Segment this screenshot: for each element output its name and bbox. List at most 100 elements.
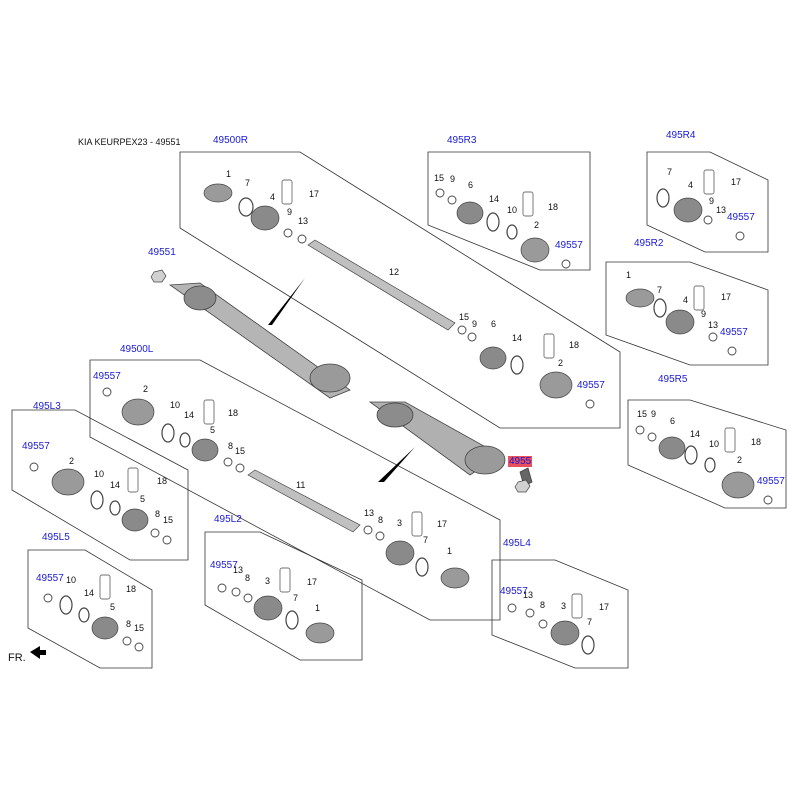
label-6: 6 [670, 416, 676, 426]
label-17: 17 [599, 602, 610, 612]
label-2: 2 [534, 220, 540, 230]
separator-upper [268, 278, 305, 325]
joint-1-L2 [305, 622, 335, 644]
shaft-11 [247, 469, 361, 533]
group-link-495L3[interactable]: 495L3 [33, 401, 61, 412]
label-5: 5 [140, 494, 146, 504]
frame-495L4 [491, 559, 629, 669]
part-link-49557-r5[interactable]: 49557 [757, 476, 785, 487]
part-link-49557-r2[interactable]: 49557 [720, 327, 748, 338]
label-5: 5 [210, 425, 216, 435]
label-1: 1 [626, 270, 632, 280]
group-link-495L5[interactable]: 495L5 [42, 532, 70, 543]
part-link-49551-highlighted[interactable]: 4955 [508, 456, 533, 467]
group-link-495L4[interactable]: 495L4 [503, 538, 531, 549]
label-17: 17 [721, 292, 732, 302]
label-13: 13 [716, 205, 727, 215]
label-8: 8 [228, 441, 234, 451]
nut-49551 [150, 269, 167, 283]
label-4: 4 [683, 295, 689, 305]
label-13: 13 [523, 590, 534, 600]
label-10: 10 [94, 469, 105, 479]
joint-2-L3 [51, 468, 85, 496]
frame-495L2 [204, 531, 363, 661]
separator-lower [378, 447, 415, 482]
boot-3-L2 [253, 595, 283, 621]
part-link-49557-r[interactable]: 49557 [577, 380, 605, 391]
part-link-49557-l4[interactable]: 49557 [500, 586, 528, 597]
label-2: 2 [558, 358, 564, 368]
frame-495L5 [27, 549, 153, 669]
label-18: 18 [548, 202, 559, 212]
label-9: 9 [472, 319, 478, 329]
part-link-49557-r3[interactable]: 49557 [555, 240, 583, 251]
group-link-49500R[interactable]: 49500R [213, 135, 249, 146]
boot-5-L3 [121, 508, 149, 532]
boot-5-L5 [91, 616, 119, 640]
group-link-49500L[interactable]: 49500L [120, 344, 154, 355]
main-axle [168, 282, 533, 487]
label-1: 1 [447, 546, 453, 556]
frame-49500R [179, 151, 621, 429]
label-13: 13 [298, 216, 309, 226]
boot-6-R3 [456, 201, 484, 225]
label-18: 18 [228, 408, 239, 418]
label-13: 13 [708, 320, 719, 330]
label-13: 13 [233, 565, 244, 575]
label-7: 7 [293, 593, 299, 603]
boot-4-R [250, 205, 280, 231]
label-10: 10 [507, 205, 518, 215]
group-link-495R3[interactable]: 495R3 [447, 135, 477, 146]
part-link-49557-l3[interactable]: 49557 [22, 441, 50, 452]
label-9: 9 [287, 207, 293, 217]
nut-49551-lower [514, 479, 531, 493]
label-15: 15 [459, 312, 470, 322]
part-link-49557-l5[interactable]: 49557 [36, 573, 64, 584]
front-direction-label: FR. [8, 652, 26, 664]
page-title: KIA KEURPEX23 - 49551 [78, 137, 181, 147]
part-link-49551[interactable]: 49551 [148, 247, 176, 258]
label-4: 4 [270, 192, 276, 202]
boot-3-L [385, 540, 415, 566]
group-link-495R4[interactable]: 495R4 [666, 130, 696, 141]
joint-1-L [440, 567, 470, 589]
label-6: 6 [468, 180, 474, 190]
label-2: 2 [143, 384, 149, 394]
label-15: 15 [235, 446, 246, 456]
group-link-495R2[interactable]: 495R2 [634, 238, 664, 249]
joint-1-R2 [625, 288, 655, 308]
joint-2-R3 [520, 237, 550, 263]
label-7: 7 [587, 617, 593, 627]
label-9: 9 [450, 174, 456, 184]
label-14: 14 [84, 588, 95, 598]
label-3: 3 [397, 518, 403, 528]
boot-6-R [479, 346, 507, 370]
label-8: 8 [378, 515, 384, 525]
label-14: 14 [110, 480, 121, 490]
label-7: 7 [245, 178, 251, 188]
fr-arrow-icon [30, 646, 46, 659]
label-6: 6 [491, 319, 497, 329]
boot-4-R2 [665, 309, 695, 335]
group-link-495L2[interactable]: 495L2 [214, 514, 242, 525]
frame-49500L [89, 359, 501, 621]
part-link-49557-l2[interactable]: 49557 [210, 560, 238, 571]
label-1: 1 [315, 603, 321, 613]
part-link-49557-l[interactable]: 49557 [93, 371, 121, 382]
label-3: 3 [561, 601, 567, 611]
label-10: 10 [170, 400, 181, 410]
label-9: 9 [651, 409, 657, 419]
label-9: 9 [709, 196, 715, 206]
label-10: 10 [66, 575, 77, 585]
label-17: 17 [307, 577, 318, 587]
label-17: 17 [437, 519, 448, 529]
group-link-495R5[interactable]: 495R5 [658, 374, 688, 385]
label-12: 12 [389, 267, 400, 277]
label-7: 7 [423, 535, 429, 545]
label-15: 15 [134, 623, 145, 633]
part-link-49557-r4[interactable]: 49557 [727, 212, 755, 223]
label-4: 4 [688, 180, 694, 190]
label-9: 9 [701, 309, 707, 319]
frame-495R5 [627, 399, 787, 509]
